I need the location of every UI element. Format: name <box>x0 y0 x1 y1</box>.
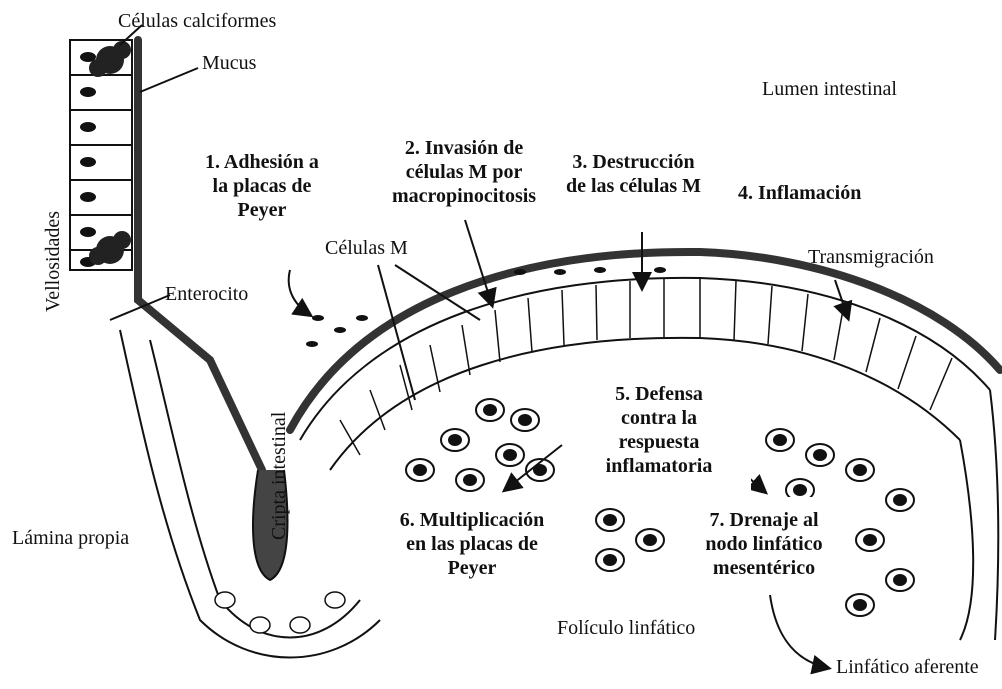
step-3-destruction: 3. Destrucción de las células M <box>566 150 701 198</box>
label-mucus: Mucus <box>202 52 256 75</box>
arrow-afferent <box>770 595 828 668</box>
step-6-multiplication: 6. Multiplicación en las placas de Peyer <box>378 508 566 580</box>
step-2-invasion: 2. Invasión de células M por macropinoci… <box>392 136 536 208</box>
step-5-line-2: contra la <box>567 406 751 430</box>
crypt-base-cells <box>215 592 345 633</box>
step-5-line-3: respuesta <box>567 430 751 454</box>
label-lamina-propria: Lámina propia <box>12 527 129 550</box>
step-7-drainage: 7. Drenaje al nodo linfático mesentérico <box>690 508 838 580</box>
label-lumen: Lumen intestinal <box>762 78 897 101</box>
step-4-inflammation: 4. Inflamación <box>738 181 861 205</box>
step-3-line-2: de las células M <box>566 174 701 198</box>
step-1-adhesion: 1. Adhesión a la placas de Peyer <box>205 150 319 222</box>
label-villi: Vellosidades <box>42 211 65 312</box>
step-7-line-3: mesentérico <box>690 556 838 580</box>
step-7-line-2: nodo linfático <box>690 532 838 556</box>
label-transmigration: Transmigración <box>808 246 934 269</box>
step-6-line-2: en las placas de <box>378 532 566 556</box>
step-1-line-1: 1. Adhesión a <box>205 150 319 174</box>
step-1-line-3: Peyer <box>205 198 319 222</box>
step-1-line-2: la placas de <box>205 174 319 198</box>
step-6-line-1: 6. Multiplicación <box>378 508 566 532</box>
label-m-cells: Células M <box>325 237 408 260</box>
label-lymph-follicle: Folículo linfático <box>557 617 695 640</box>
step-6-line-3: Peyer <box>378 556 566 580</box>
label-crypt: Cripta intestinal <box>268 412 291 540</box>
step-2-line-1: 2. Invasión de <box>392 136 536 160</box>
step-3-line-1: 3. Destrucción <box>566 150 701 174</box>
arrow-invasion <box>465 220 492 305</box>
arrow-adhesion <box>289 270 310 315</box>
step-7-line-1: 7. Drenaje al <box>690 508 838 532</box>
step-5-defense: 5. Defensa contra la respuesta inflamato… <box>567 382 751 478</box>
label-enterocyte: Enterocito <box>165 283 248 306</box>
step-5-line-4: inflamatoria <box>567 454 751 478</box>
step-2-line-2: células M por <box>392 160 536 184</box>
label-goblet-cells: Células calciformes <box>118 10 276 33</box>
label-afferent-lymphatic: Linfático aferente <box>836 656 979 679</box>
step-5-line-1: 5. Defensa <box>567 382 751 406</box>
step-4-line-1: 4. Inflamación <box>738 181 861 205</box>
step-2-line-3: macropinocitosis <box>392 184 536 208</box>
